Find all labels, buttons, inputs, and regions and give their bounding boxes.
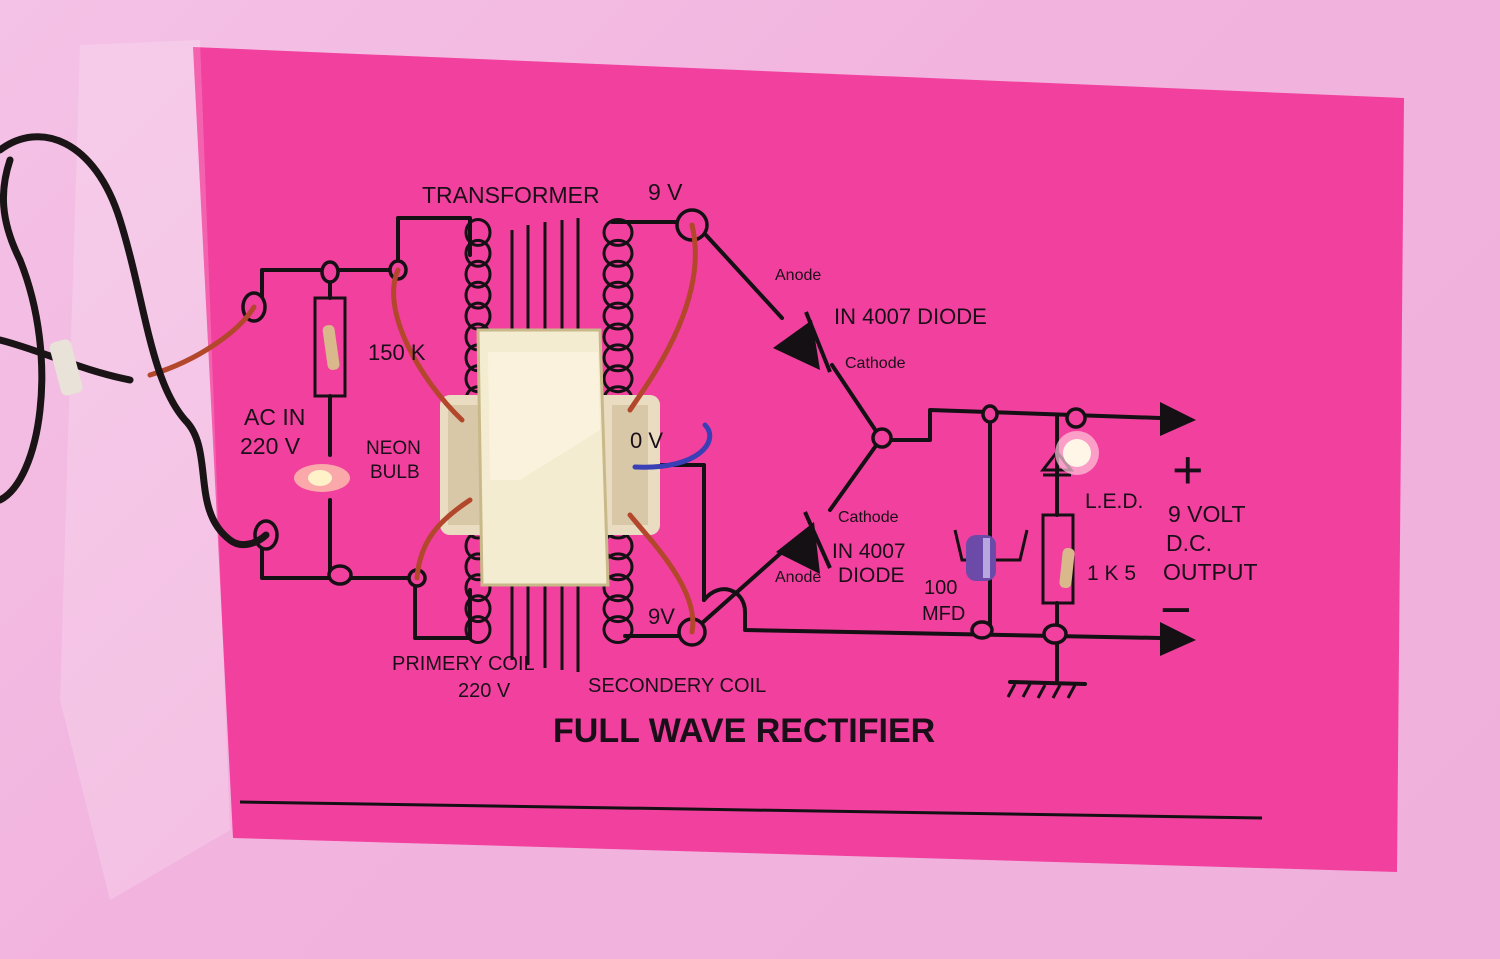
label-cathode-bottom: Cathode <box>838 509 899 526</box>
coil-loop <box>464 594 492 624</box>
pink-paper-sheet <box>193 47 1404 872</box>
label-resistor-150k: 150 K <box>368 340 426 365</box>
label-plus: + <box>1172 440 1204 500</box>
plastic-cover <box>60 40 230 900</box>
label-diode-bottom-1: IN 4007 <box>832 540 906 563</box>
label-primary-voltage: 220 V <box>458 680 511 702</box>
label-led: L.E.D. <box>1085 490 1143 513</box>
diagram-title: FULL WAVE RECTIFIER <box>553 712 935 750</box>
schematic-wiring <box>260 216 1196 699</box>
diagram-labels: TRANSFORMER 9 V 0 V 9V AC IN 220 V 150 K… <box>240 179 1258 750</box>
label-transformer: TRANSFORMER <box>422 182 600 208</box>
label-secondary-coil: SECONDERY COIL <box>588 675 766 697</box>
coil-loop <box>464 217 492 247</box>
electrolytic-capacitor <box>966 535 996 581</box>
label-output-2: D.C. <box>1166 530 1212 556</box>
coil-loop <box>464 280 492 310</box>
diode-top <box>773 311 832 373</box>
label-bulb: BULB <box>370 462 420 483</box>
label-neon: NEON <box>366 438 421 459</box>
neon-bulb <box>294 464 350 492</box>
label-minus: − <box>1160 580 1192 640</box>
label-cathode-top: Cathode <box>845 355 906 372</box>
label-ac-voltage: 220 V <box>240 433 301 459</box>
transformer-body <box>440 328 660 587</box>
label-primary-coil: PRIMERY COIL <box>392 653 535 675</box>
coil-loop <box>602 280 634 310</box>
label-ac-in: AC IN <box>244 404 305 430</box>
coil-loop <box>464 238 492 268</box>
footer-rule <box>239 800 1263 820</box>
label-sec-top-voltage: 9 V <box>648 179 683 205</box>
coil-loop <box>602 217 634 247</box>
coil-loop <box>602 615 634 645</box>
label-cap-unit: MFD <box>922 603 965 625</box>
coil-loop <box>602 364 634 394</box>
coil-loop <box>602 238 634 268</box>
coil-loop <box>602 594 634 624</box>
label-cap-value: 100 <box>924 577 957 599</box>
diode-bottom <box>776 511 832 574</box>
label-sec-bottom-voltage: 9V <box>648 604 675 629</box>
copper-wires <box>147 222 713 635</box>
label-output-1: 9 VOLT <box>1168 501 1246 527</box>
coil-loop <box>602 573 634 603</box>
resistor-1k5-physical <box>1059 547 1075 589</box>
connection-nodes <box>241 208 1087 647</box>
cable-tie <box>49 339 83 396</box>
label-diode-top: IN 4007 DIODE <box>834 304 987 329</box>
label-output-3: OUTPUT <box>1163 559 1258 585</box>
label-diode-bottom-2: DIODE <box>838 564 905 587</box>
coil-loop <box>464 573 492 603</box>
coil-loop <box>602 343 634 373</box>
label-resistor-1k5: 1 K 5 <box>1087 562 1136 585</box>
coil-loop <box>464 259 492 289</box>
label-anode-bottom: Anode <box>775 569 821 586</box>
coil-loop <box>602 259 634 289</box>
coil-loop <box>602 301 634 331</box>
label-sec-center-voltage: 0 V <box>630 428 663 453</box>
led-glowing <box>1055 431 1099 475</box>
coil-loop <box>464 615 492 645</box>
label-anode-top: Anode <box>775 267 821 284</box>
coil-loop <box>602 322 634 352</box>
resistor-150k-physical <box>322 325 340 370</box>
